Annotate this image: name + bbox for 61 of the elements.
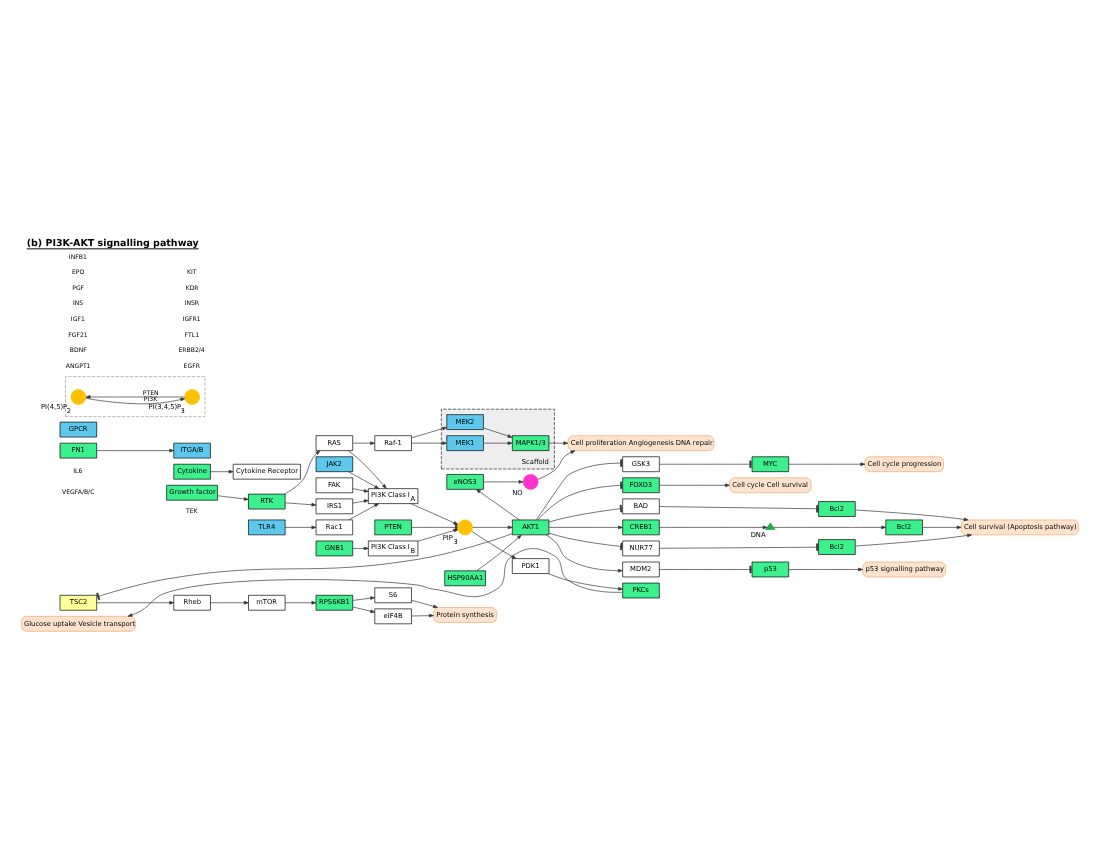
arrow [411, 440, 447, 444]
arrow [788, 461, 866, 465]
arrow [210, 600, 249, 604]
arrow [659, 482, 730, 487]
connector [659, 542, 819, 550]
arrow [773, 524, 887, 529]
cluster [65, 375, 206, 416]
arrow [788, 566, 863, 571]
arrow [284, 524, 317, 529]
connector [548, 531, 623, 550]
arrow [127, 547, 623, 616]
arrow [96, 447, 175, 452]
connector [659, 504, 819, 512]
arrow [472, 524, 513, 529]
connector [537, 480, 623, 520]
arrow [352, 595, 375, 600]
node-circle [70, 388, 87, 404]
arrow [483, 426, 513, 437]
arrow [483, 440, 513, 444]
arrow [347, 449, 387, 488]
arrow [476, 488, 520, 520]
arrow [284, 449, 321, 494]
arrow [922, 524, 962, 529]
arrow [410, 502, 459, 524]
arrow [411, 612, 434, 617]
arrow [217, 494, 249, 500]
arrow [352, 487, 369, 492]
arrow [85, 396, 186, 404]
connector [548, 503, 623, 522]
arrow [537, 449, 576, 479]
arrow [284, 501, 317, 506]
arrow [417, 527, 459, 541]
arrow [483, 479, 524, 483]
arrow [476, 533, 522, 570]
arrow [855, 532, 972, 546]
arrow [855, 508, 969, 521]
arrow [352, 440, 375, 444]
node-circle [522, 473, 539, 489]
arrow [96, 600, 175, 604]
arrow [548, 524, 623, 529]
arrow [545, 533, 623, 572]
node-circle [184, 388, 200, 404]
connector [659, 459, 753, 467]
arrow [548, 440, 569, 444]
arrow [411, 425, 447, 438]
arrow [659, 524, 768, 529]
node-triangle [765, 521, 776, 529]
arrow [348, 502, 379, 520]
arrow [85, 394, 185, 398]
arrow [352, 605, 375, 612]
arrow [471, 529, 517, 558]
arrow [547, 572, 623, 590]
arrow [210, 468, 234, 473]
arrow [352, 545, 369, 550]
arrow [352, 498, 369, 503]
arrow [284, 600, 317, 604]
connector [96, 532, 513, 600]
arrow [348, 470, 380, 488]
arrow [411, 598, 438, 608]
connector [536, 458, 623, 520]
connector [659, 564, 753, 573]
